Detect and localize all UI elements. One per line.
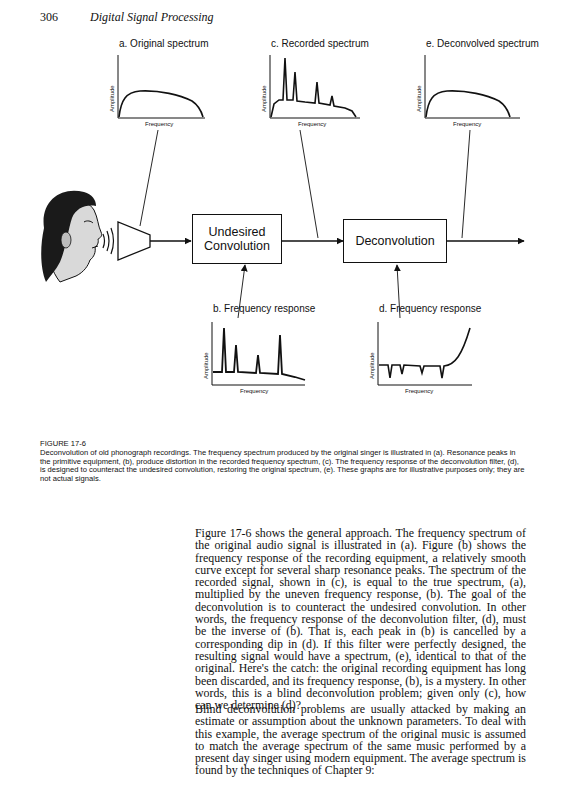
signal-arrow xyxy=(282,240,343,241)
sound-waves xyxy=(103,228,114,254)
axis-label: Amplitude xyxy=(203,352,210,379)
plot-axes xyxy=(270,55,360,118)
spectrum-plot xyxy=(425,55,520,118)
convolution-box: Undesired Convolution xyxy=(192,214,282,264)
plot-axes xyxy=(425,55,520,118)
face xyxy=(46,199,102,282)
mouth xyxy=(92,246,98,248)
plot-axes xyxy=(118,55,205,118)
figure-caption: Deconvolution of old phonograph recordin… xyxy=(40,449,526,484)
axis-label: Frequency xyxy=(240,388,268,395)
eyebrow xyxy=(84,221,93,223)
edge-layer xyxy=(282,241,343,242)
axis-label: Frequency xyxy=(145,121,173,128)
panel-title: a. Original spectrum xyxy=(119,38,208,49)
panel-title: c. Recorded spectrum xyxy=(271,38,369,49)
panel-title: d. Frequency response xyxy=(379,303,481,314)
panel-title: b. Frequency response xyxy=(213,303,315,314)
axis-label: Frequency xyxy=(405,388,433,395)
axis-label: Frequency xyxy=(453,121,481,128)
axis-label: Amplitude xyxy=(416,85,423,112)
panel-title: e. Deconvolved spectrum xyxy=(426,38,539,49)
output-arrow xyxy=(447,240,524,241)
response-curve xyxy=(213,328,305,380)
spectrum-curve xyxy=(119,91,203,117)
response-plot xyxy=(378,322,472,385)
singer-head xyxy=(41,191,101,282)
spectrum-curve xyxy=(271,58,356,117)
recording-horn xyxy=(118,222,150,260)
body-paragraph: Figure 17-6 shows the general approach. … xyxy=(195,527,526,711)
figure-number: FIGURE 17-6 xyxy=(40,439,86,448)
axis-label: Amplitude xyxy=(109,85,116,112)
input-arrow xyxy=(150,240,191,241)
plot-axes xyxy=(212,322,305,385)
box-label: Deconvolution xyxy=(355,234,434,248)
hair xyxy=(41,191,96,282)
sound-wave xyxy=(107,231,109,251)
running-head: Digital Signal Processing xyxy=(90,10,214,25)
spectrum-plot xyxy=(270,55,360,118)
page-number: 306 xyxy=(40,10,58,25)
ear xyxy=(61,232,71,248)
plot-axes xyxy=(378,322,472,385)
leader-line xyxy=(140,130,158,226)
deconvolution-box: Deconvolution xyxy=(343,219,447,263)
leader-line xyxy=(300,130,318,238)
spectrum-plot xyxy=(118,55,205,118)
box-label: Undesired Convolution xyxy=(193,225,281,253)
response-plot xyxy=(212,322,305,385)
axis-label: Amplitude xyxy=(261,85,268,112)
spectrum-curve xyxy=(426,91,510,117)
response-curve xyxy=(379,328,470,378)
leader-line xyxy=(462,130,470,238)
axis-label: Frequency xyxy=(298,121,326,128)
body-paragraph: Blind deconvolution problems are usually… xyxy=(195,703,526,777)
sound-wave xyxy=(111,228,114,254)
sound-wave xyxy=(103,234,105,248)
axis-label: Amplitude xyxy=(369,352,376,379)
